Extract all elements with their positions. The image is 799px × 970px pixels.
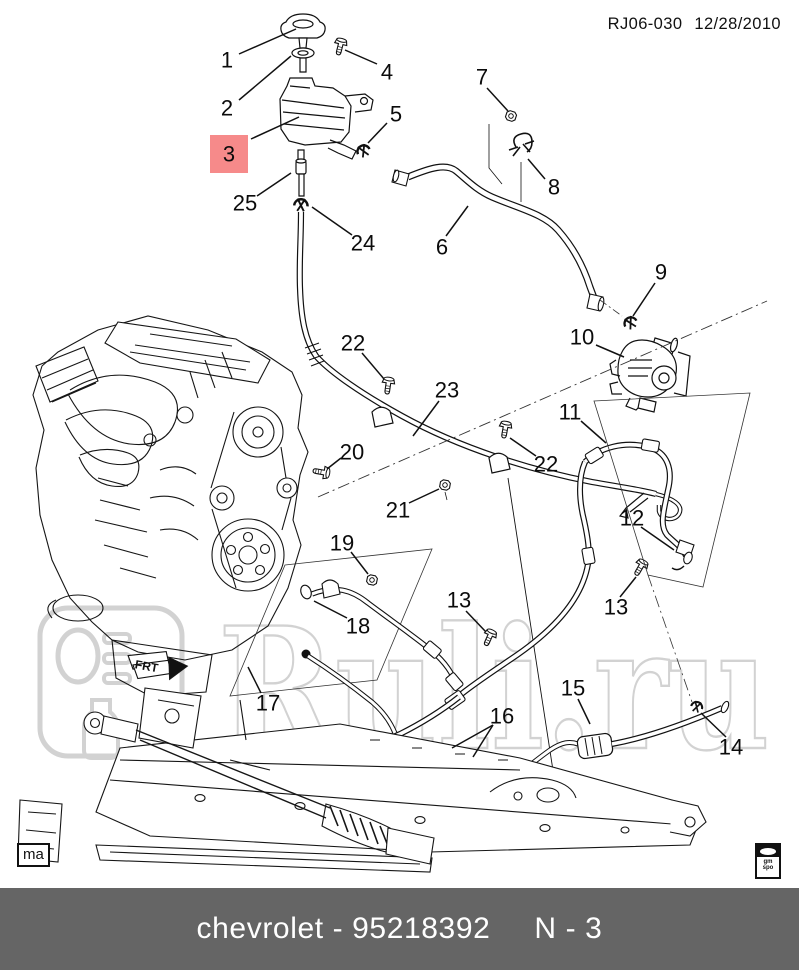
callout-16[interactable]: 16 <box>490 704 514 729</box>
leader-line-15 <box>577 698 591 725</box>
leader-line-20 <box>326 457 342 470</box>
leader-line-13 <box>465 610 487 633</box>
callout-12[interactable]: 12 <box>620 506 644 531</box>
leader-line-16 <box>472 724 494 758</box>
reservoir-seal <box>291 47 315 59</box>
highlight-box-3 <box>210 135 248 173</box>
doc-date: 12/28/2010 <box>694 15 781 33</box>
leader-line-11 <box>580 420 607 444</box>
callout-7[interactable]: 7 <box>476 65 488 90</box>
callout-15[interactable]: 15 <box>561 676 585 701</box>
callout-24[interactable]: 24 <box>351 231 375 256</box>
leader-line-25 <box>256 172 292 197</box>
leader-line-4 <box>344 49 378 65</box>
frt-label: FRT <box>134 657 160 675</box>
leader-line-9 <box>632 282 656 317</box>
leader-line-5 <box>367 122 388 144</box>
callout-21[interactable]: 21 <box>386 498 410 523</box>
footer-page-ref: N - 3 <box>534 912 603 945</box>
page-header: RJ06-030 12/28/2010 <box>608 15 781 34</box>
leader-line-1 <box>238 28 297 55</box>
leader-line-22 <box>509 437 537 457</box>
footer-bar: chevrolet - 95218392 N - 3 <box>0 888 799 970</box>
callout-18[interactable]: 18 <box>346 614 370 639</box>
frt-indicator: FRT <box>127 651 189 681</box>
callout-13[interactable]: 13 <box>604 595 628 620</box>
subframe-and-rack: FRT <box>17 651 707 873</box>
callout-6[interactable]: 6 <box>436 235 448 260</box>
detail-boxes <box>229 299 768 703</box>
power-steering-pump <box>609 313 691 413</box>
leader-line-6 <box>445 205 469 237</box>
reservoir-assembly <box>279 13 374 213</box>
callout-9[interactable]: 9 <box>655 260 667 285</box>
leader-line-24 <box>311 206 353 236</box>
gmspo-text: gm spo <box>762 859 774 871</box>
engine-illustration <box>32 315 309 697</box>
callout-13[interactable]: 13 <box>447 588 471 613</box>
callout-23[interactable]: 23 <box>435 378 459 403</box>
callout-20[interactable]: 20 <box>340 440 364 465</box>
reservoir-body <box>279 77 352 146</box>
callout-1[interactable]: 1 <box>221 48 233 73</box>
leader-line-18 <box>313 600 348 619</box>
callout-11[interactable]: 11 <box>559 400 582 425</box>
leader-line-12 <box>640 526 675 551</box>
callout-14[interactable]: 14 <box>719 735 743 760</box>
leader-line-10 <box>595 344 625 358</box>
callout-4[interactable]: 4 <box>381 60 393 85</box>
leader-line-7 <box>486 87 509 112</box>
callout-3[interactable]: 3 <box>223 142 235 167</box>
leader-line-19 <box>350 551 369 575</box>
leader-line-16 <box>451 724 494 749</box>
leader-line-2 <box>238 55 292 101</box>
leader-line-22 <box>361 352 385 380</box>
leader-line-13 <box>619 576 637 598</box>
gmspo-oval <box>757 845 779 857</box>
callout-8[interactable]: 8 <box>548 175 560 200</box>
ma-stamp: ma <box>17 843 50 867</box>
callout-2[interactable]: 2 <box>221 96 233 121</box>
callout-10[interactable]: 10 <box>570 325 594 350</box>
leader-line-23 <box>412 400 440 437</box>
leader-line-17 <box>247 666 262 694</box>
callout-5[interactable]: 5 <box>390 102 402 127</box>
leader-line-8 <box>527 158 546 180</box>
ma-stamp-label: ma <box>23 846 44 863</box>
callout-19[interactable]: 19 <box>330 531 354 556</box>
gmspo-stamp: gm spo <box>755 843 781 879</box>
callout-17[interactable]: 17 <box>256 691 280 716</box>
return-hose-6 <box>391 109 605 312</box>
pressure-hose-11 <box>444 438 695 710</box>
reservoir-cap <box>280 13 326 39</box>
doc-code: RJ06-030 <box>607 15 683 33</box>
callout-25[interactable]: 25 <box>233 191 257 216</box>
callout-22[interactable]: 22 <box>341 331 365 356</box>
leader-line-21 <box>408 488 440 504</box>
callout-22[interactable]: 22 <box>534 452 558 477</box>
leader-line-3 <box>250 116 300 140</box>
leader-line-14 <box>700 712 727 738</box>
footer-part-number: chevrolet - 95218392 <box>196 912 491 945</box>
